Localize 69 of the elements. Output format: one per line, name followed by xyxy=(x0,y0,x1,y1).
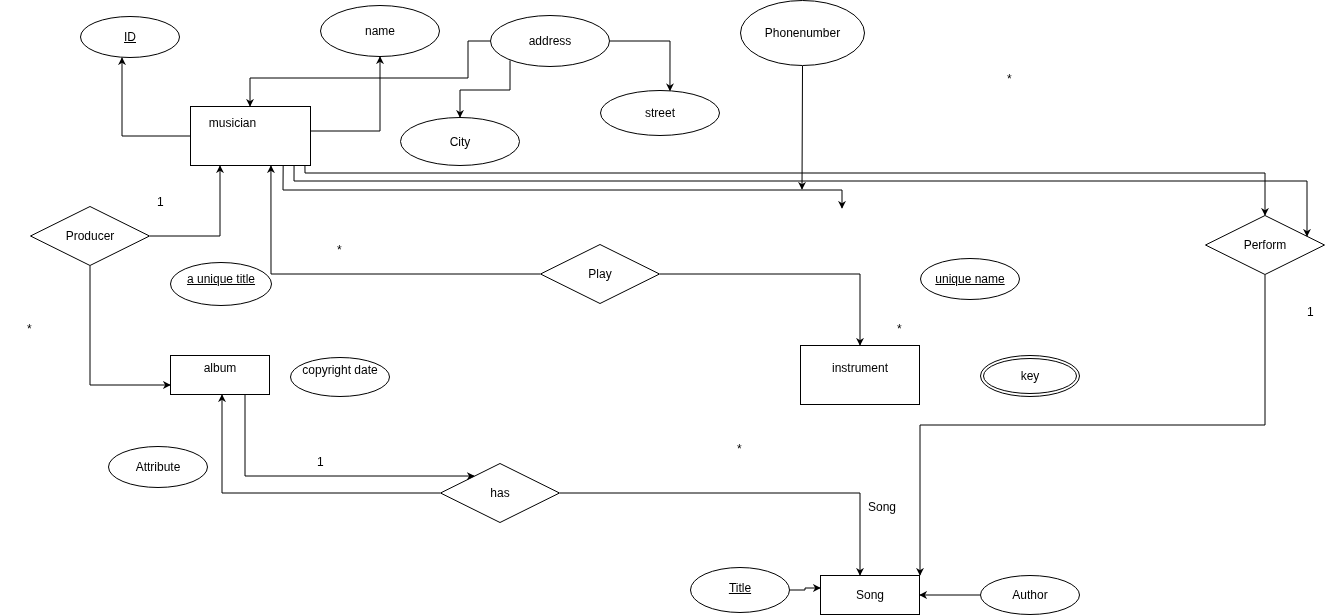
connector-arrow xyxy=(456,59,511,118)
node-label: street xyxy=(645,106,675,120)
connector-arrow xyxy=(149,165,224,237)
node-label: instrument xyxy=(832,361,888,375)
attribute-ellipse xyxy=(80,16,180,58)
node-label: Song xyxy=(856,588,884,602)
node-label: unique name xyxy=(935,272,1005,286)
node-label: Author xyxy=(1012,588,1048,602)
connector-arrow xyxy=(89,265,171,389)
entity-box xyxy=(170,355,270,395)
connector-arrow xyxy=(659,273,864,346)
node-label: Producer xyxy=(65,229,115,243)
node-label: musician xyxy=(208,116,257,130)
connector-arrow xyxy=(304,165,1269,216)
cardinality-label: 1 xyxy=(157,195,164,209)
connector-arrow xyxy=(118,57,191,137)
node-label: address xyxy=(528,34,572,48)
attribute-ellipse xyxy=(600,90,720,136)
attribute-ellipse xyxy=(290,357,390,397)
attribute-ellipse xyxy=(920,258,1020,300)
attribute-ellipse xyxy=(400,117,520,166)
cardinality-label: 1 xyxy=(317,455,324,469)
attribute-ellipse xyxy=(108,446,208,488)
node-label: Perform xyxy=(1243,238,1287,252)
node-label: Attribute xyxy=(135,460,181,474)
attribute-ellipse xyxy=(490,15,610,67)
entity-box xyxy=(820,575,920,615)
cardinality-label: * xyxy=(27,322,32,336)
relationship-diamond xyxy=(1205,215,1325,275)
node-label: Phonenumber xyxy=(764,26,841,40)
connector-arrow xyxy=(246,40,491,107)
connector-arrow xyxy=(282,165,846,209)
connector-arrow xyxy=(266,165,541,275)
attribute-ellipse xyxy=(980,575,1080,615)
multivalued-attribute-ellipse xyxy=(980,355,1080,397)
connector-arrow xyxy=(919,591,981,599)
node-label: Title xyxy=(728,581,752,595)
node-label: a unique title xyxy=(186,272,256,286)
connector-arrow xyxy=(293,165,1311,237)
relationship-diamond xyxy=(440,463,560,523)
relationship-diamond xyxy=(540,244,660,304)
attribute-ellipse xyxy=(690,567,790,613)
cardinality-label: * xyxy=(1007,72,1012,86)
connector-arrow xyxy=(798,65,807,190)
node-label: has xyxy=(490,486,510,500)
node-label: name xyxy=(365,24,395,38)
attribute-ellipse xyxy=(740,0,865,66)
cardinality-label: * xyxy=(737,442,742,456)
attribute-ellipse xyxy=(170,262,272,306)
edge-label: Song xyxy=(866,500,899,514)
connector-arrow xyxy=(244,394,475,480)
connector-arrow xyxy=(609,40,674,92)
connector-arrow xyxy=(218,394,441,494)
entity-box xyxy=(800,345,920,405)
connector-arrow xyxy=(559,492,864,576)
attribute-ellipse xyxy=(320,5,440,57)
entity-box xyxy=(190,106,311,166)
connector-arrow xyxy=(789,584,821,592)
node-label: album xyxy=(203,361,237,375)
node-label: City xyxy=(449,134,471,149)
relationship-diamond xyxy=(30,206,150,266)
node-label: ID xyxy=(124,30,136,44)
node-label: key xyxy=(1020,369,1040,383)
cardinality-label: 1 xyxy=(1307,305,1314,319)
node-label: Play xyxy=(588,267,612,281)
node-label: copyright date xyxy=(302,363,378,377)
cardinality-label: * xyxy=(337,243,342,257)
connector-arrow xyxy=(916,274,1266,576)
cardinality-label: * xyxy=(897,322,902,336)
